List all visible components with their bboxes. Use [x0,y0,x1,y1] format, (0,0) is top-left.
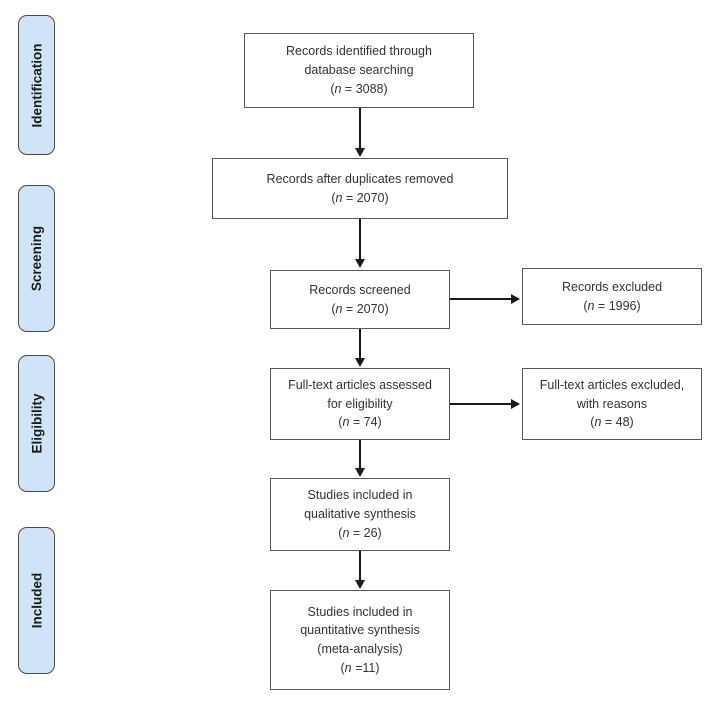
flow-box-fulltext-excluded: Full-text articles excluded, with reason… [522,368,702,440]
n-symbol: n [344,660,352,675]
arrow-line [359,219,361,260]
arrow-line [450,403,512,405]
n-symbol: n [342,525,350,540]
arrow-line [359,551,361,581]
arrow-line [359,108,361,149]
arrow-line [359,440,361,469]
stage-label-identification: Identification [18,15,55,155]
box-text-line: Records screened [309,282,411,297]
box-stat-line: (n = 3088) [330,81,388,96]
n-symbol: n [587,298,595,313]
n-symbol: n [335,301,343,316]
flow-box-fulltext-assessed: Full-text articles assessed for eligibil… [270,368,450,440]
arrow-line [450,298,512,300]
box-text-line: Studies included in [307,604,413,619]
n-symbol: n [594,415,602,430]
box-text-line: Full-text articles assessed [288,377,432,392]
box-text-line: Studies included in [307,488,413,503]
box-stat-line: (n = 26) [338,525,382,540]
arrowhead-right-icon [511,294,520,304]
n-symbol: n [334,81,342,96]
arrowhead-right-icon [511,399,520,409]
flow-box-quantitative-synthesis: Studies included in quantitative synthes… [270,590,450,690]
box-text-line: for eligibility [327,396,393,411]
box-text-line: with reasons [576,396,648,411]
box-text-line: qualitative synthesis [304,507,416,522]
flow-box-records-screened: Records screened (n = 2070) [270,270,450,329]
arrowhead-down-icon [355,358,365,367]
box-stat-line: (n = 2070) [331,190,389,205]
flow-box-qualitative-synthesis: Studies included in qualitative synthesi… [270,478,450,551]
stage-label-included: Included [18,527,55,674]
stage-label-text: Included [29,572,45,629]
arrow-line [359,329,361,359]
box-stat-line: (n = 1996) [583,298,641,313]
arrowhead-down-icon [355,259,365,268]
box-text-line: database searching [304,63,414,78]
stage-label-text: Screening [29,225,44,292]
box-text-line: Full-text articles excluded, [539,377,685,392]
stage-label-eligibility: Eligibility [18,355,55,492]
arrowhead-down-icon [355,148,365,157]
arrowhead-down-icon [355,468,365,477]
flow-box-records-excluded: Records excluded (n = 1996) [522,268,702,325]
stage-label-text: Identification [29,43,44,127]
box-text-line: Records identified through [286,44,432,59]
n-symbol: n [335,190,343,205]
box-stat-line: (n = 2070) [331,301,389,316]
arrowhead-down-icon [355,580,365,589]
box-stat-line: (n = 74) [338,415,382,430]
box-stat-line: (n = 48) [590,415,634,430]
box-text-line: Records excluded [561,279,663,294]
box-stat-line: (n =11) [340,660,380,675]
flow-box-duplicates-removed: Records after duplicates removed (n = 20… [212,158,508,219]
box-text-line: Records after duplicates removed [266,171,454,186]
stage-label-screening: Screening [18,185,55,332]
flow-box-records-identified: Records identified through database sear… [244,33,474,108]
n-symbol: n [342,415,350,430]
stage-label-text: Eligibility [29,393,45,454]
box-text-line: quantitative synthesis [300,623,420,638]
box-text-line: (meta-analysis) [317,642,403,656]
